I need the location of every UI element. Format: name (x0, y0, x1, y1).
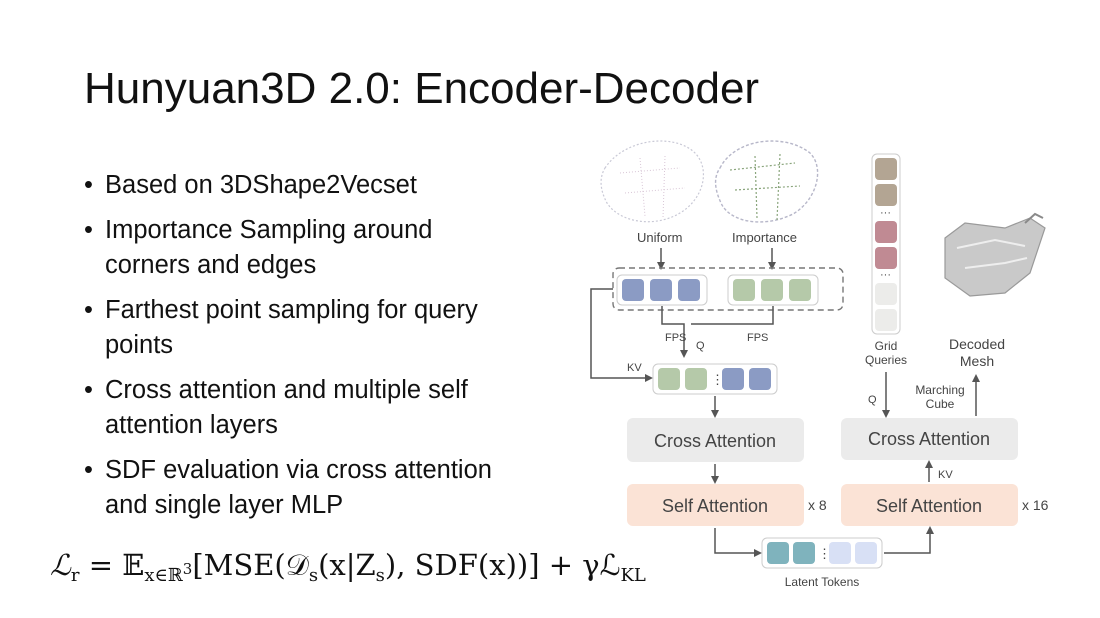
ellipsis-glyph: ··· (880, 207, 891, 219)
encoder-cross-attention-block (627, 418, 804, 462)
decoder-self-attention-block (841, 484, 1018, 526)
grid-queries-label-line1: Grid (875, 339, 898, 353)
uniform-token (650, 279, 672, 301)
encoder-cross-attention-label: Cross Attention (654, 431, 776, 451)
bullet-text: Based on 3DShape2Vecset (105, 171, 417, 199)
grid-query-column (871, 153, 901, 335)
latent-token-row (761, 537, 883, 569)
query-token (685, 368, 707, 390)
uniform-point-cloud-image (600, 140, 704, 223)
bullet-glyph: • (84, 376, 93, 404)
latent-tokens-label: Latent Tokens (785, 575, 860, 589)
q-right-label: Q (868, 394, 877, 406)
formula-body-rest: (x|Z (318, 548, 376, 582)
bullet-item: • Cross attention and multiple self atten… (84, 373, 514, 443)
kv-right-label: KV (938, 469, 953, 481)
latent-token (767, 542, 789, 564)
fps-right-label: FPS (747, 332, 768, 344)
decoded-mesh-label-line2: Mesh (960, 353, 994, 369)
decoder-self-attention-label: Self Attention (876, 496, 982, 516)
importance-token (761, 279, 783, 301)
bullet-text: Cross attention and multiple self attent… (105, 376, 468, 439)
fps-left-label: FPS (665, 332, 686, 344)
decoder-cross-attention-block (841, 418, 1018, 460)
encoder-self-attention-label: Self Attention (662, 496, 768, 516)
formula-body-sub: s (308, 565, 319, 586)
grid-query-token (875, 309, 897, 331)
importance-token (789, 279, 811, 301)
uniform-token (622, 279, 644, 301)
formula-eq: = 𝔼 (79, 548, 145, 582)
ellipsis-glyph: ··· (880, 269, 891, 281)
formula-exp-sub: x∈ℝ3 (144, 560, 193, 586)
bullet-glyph: • (84, 171, 93, 199)
query-token (658, 368, 680, 390)
marching-cube-label-line1: Marching (915, 383, 964, 397)
uniform-label: Uniform (637, 230, 683, 245)
uniform-token (678, 279, 700, 301)
bullet-item: • Based on 3DShape2Vecset (84, 168, 514, 203)
importance-label: Importance (732, 230, 797, 245)
grid-query-token (875, 247, 897, 269)
latent-token (793, 542, 815, 564)
bullet-list: • Based on 3DShape2Vecset • Importance Sam… (84, 168, 514, 533)
kv-left-label: KV (627, 362, 642, 374)
grid-query-token (875, 221, 897, 243)
marching-cube-label-line2: Cube (926, 397, 955, 411)
grid-query-token (875, 283, 897, 305)
bullet-text: SDF evaluation via cross attention and s… (105, 456, 492, 519)
bullet-item: • SDF evaluation via cross attention and … (84, 453, 514, 523)
sampling-group-box (612, 267, 844, 311)
formula-body-sub2: s (375, 565, 385, 586)
decoder-repeat-label: x 16 (1022, 497, 1049, 513)
query-token-row (652, 363, 778, 395)
decoded-mesh-label-line1: Decoded (949, 336, 1005, 352)
bullet-glyph: • (84, 456, 93, 484)
encoder-repeat-label: x 8 (808, 497, 827, 513)
loss-formula: ℒr = 𝔼x∈ℝ3[MSE(𝒟s(x|Zs), SDF(x))] + γℒKL (50, 548, 646, 586)
query-token (722, 368, 744, 390)
latent-token (829, 542, 851, 564)
latent-token (855, 542, 877, 564)
formula-lhs-sub: r (70, 565, 80, 586)
ellipsis-glyph: ⋮ (818, 546, 831, 561)
decoded-mesh-image (944, 212, 1046, 297)
bullet-item: • Farthest point sampling for query point… (84, 293, 514, 363)
formula-kl-sub: KL (620, 565, 646, 586)
bullet-glyph: • (84, 216, 93, 244)
bullet-item: • Importance Sampling around corners and … (84, 213, 514, 283)
formula-body-end: ), SDF(x))] + γℒ (384, 548, 621, 582)
formula-body: [MSE(𝒟 (192, 548, 309, 582)
grid-queries-label-line2: Queries (865, 353, 907, 367)
slide-title: Hunyuan3D 2.0: Encoder-Decoder (84, 64, 760, 113)
bullet-text: Farthest point sampling for query points (105, 296, 478, 359)
grid-query-token (875, 184, 897, 206)
bullet-text: Importance Sampling around corners and e… (105, 216, 433, 279)
encoder-decoder-diagram: Uniform Importance FPS FPS Q KV ⋮ Cr (590, 140, 1049, 589)
importance-token (733, 279, 755, 301)
q-query-label: Q (696, 340, 705, 352)
grid-query-token (875, 158, 897, 180)
query-token (749, 368, 771, 390)
bullet-glyph: • (84, 296, 93, 324)
formula-lhs: ℒ (50, 548, 71, 582)
importance-point-cloud-image (714, 140, 819, 223)
encoder-self-attention-block (627, 484, 804, 526)
ellipsis-glyph: ⋮ (711, 372, 724, 387)
decoder-cross-attention-label: Cross Attention (868, 429, 990, 449)
